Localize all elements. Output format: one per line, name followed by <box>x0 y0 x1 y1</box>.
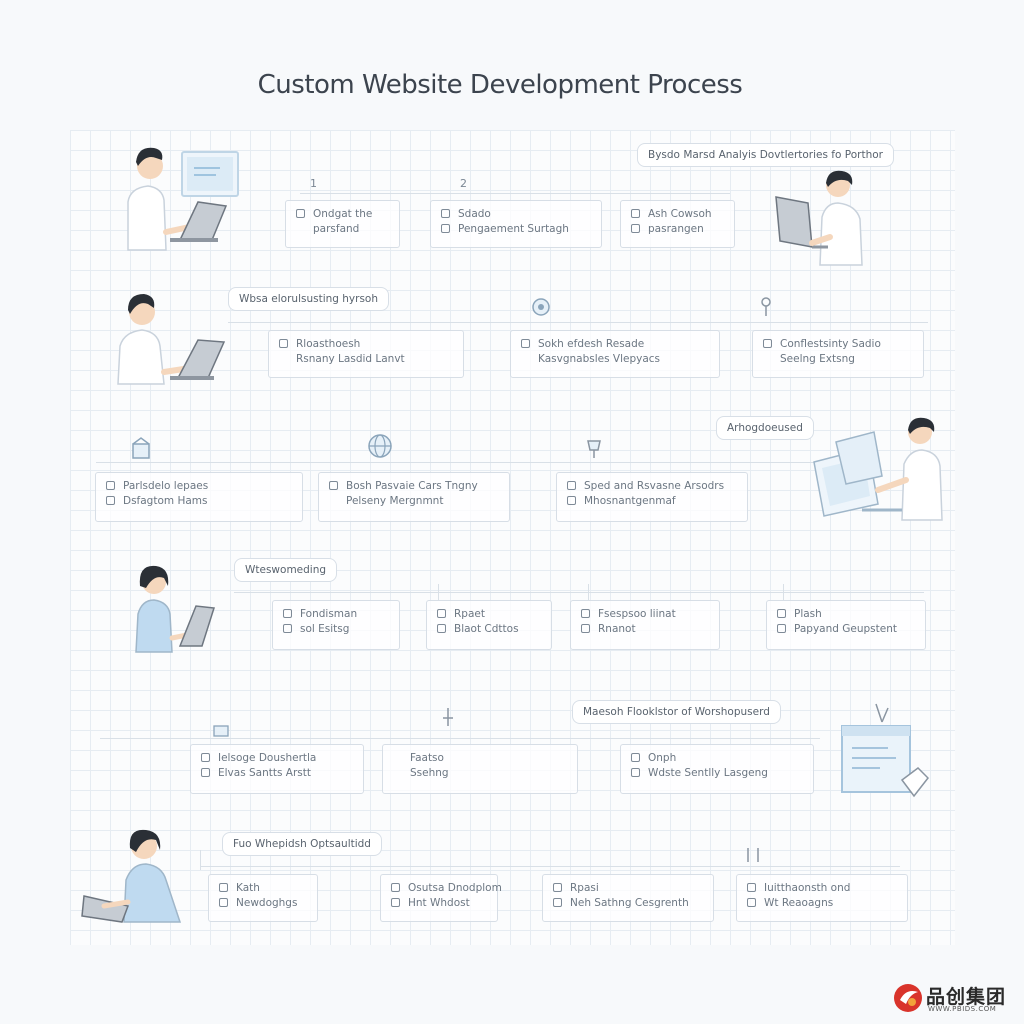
callout-bubble: Arhogdoeused <box>716 416 814 440</box>
process-box: Ondgat the parsfand <box>285 200 400 248</box>
process-box: Rpasi Neh Sathng Cesgrenth <box>542 874 714 922</box>
person-icon <box>201 753 210 762</box>
upload-icon <box>391 883 400 892</box>
chart-icon <box>567 496 576 505</box>
connector <box>783 584 784 600</box>
connector <box>96 462 816 463</box>
callout-bubble: Maesoh Flooklstor of Worshopuserd <box>572 700 781 724</box>
chat-icon <box>777 624 786 633</box>
check-icon <box>747 883 756 892</box>
settings-icon <box>219 898 228 907</box>
document-icon <box>521 339 530 348</box>
woman-at-laptop-icon <box>135 565 215 653</box>
building-icon <box>132 437 150 459</box>
lock-icon <box>763 339 772 348</box>
process-box: Rloasthoesh Rsnany Lasdid Lanvt <box>268 330 464 378</box>
person-icon <box>329 481 338 490</box>
wrench-icon <box>283 609 292 618</box>
home-icon <box>296 209 305 218</box>
process-box: Sdado Pengaement Surtagh <box>430 200 602 248</box>
person-at-laptop-icon <box>127 147 239 251</box>
callout-bubble: Bysdo Marsd Analyis Dovtlertories fo Por… <box>637 143 894 167</box>
settings-icon <box>219 883 228 892</box>
process-box: Onph Wdste Sentlly Lasgeng <box>620 744 814 794</box>
connector <box>588 584 589 600</box>
process-box: Osutsa Dnodplom Hnt Whdost <box>380 874 502 922</box>
callout-bubble: Wbsa elorulsusting hyrsoh <box>228 287 390 311</box>
grid-background <box>70 130 955 945</box>
process-box: Fondisman sol Esitsg <box>272 600 400 650</box>
callout-bubble: Wteswomeding <box>234 558 338 582</box>
tool-icon <box>631 224 640 233</box>
trophy-icon <box>587 440 601 458</box>
pin-icon <box>761 297 771 316</box>
target-icon <box>631 753 640 762</box>
process-box: Parlsdelo lepaes Dsfagtom Hams <box>95 472 303 522</box>
process-box: Conflestsinty Sadio Seelng Extsng <box>752 330 924 378</box>
globe-icon <box>631 768 640 777</box>
brand-url: WWW.PBIDS.COM <box>928 1005 997 1013</box>
tool-icon <box>631 209 640 218</box>
flag-icon <box>777 609 786 618</box>
process-box: Kath Newdoghgs <box>208 874 318 922</box>
process-box: Ielsoge Doushertla Elvas Santts Arstt <box>190 744 364 794</box>
person-with-laptop-icon <box>775 170 863 266</box>
tools-icon <box>747 848 759 862</box>
website-mockup-icon <box>841 703 929 798</box>
brand-mark-icon <box>894 984 922 1012</box>
brand-logo: 品创集团 WWW.PBIDS.COM <box>892 978 1017 1018</box>
people-icon <box>201 768 210 777</box>
connector <box>200 850 201 870</box>
step-number: 2 <box>460 177 467 190</box>
process-box: Iuitthaonsth ond Wt Reaoagns <box>736 874 908 922</box>
connector <box>438 584 439 600</box>
process-box: Faatso Ssehng <box>382 744 578 794</box>
chart-icon <box>567 481 576 490</box>
person-at-monitors-icon <box>813 417 943 521</box>
link-icon <box>437 624 446 633</box>
list-icon <box>441 209 450 218</box>
clipboard-icon <box>279 339 288 348</box>
user-icon <box>106 496 115 505</box>
star-icon <box>553 898 562 907</box>
connector <box>234 592 924 593</box>
mail-icon <box>213 725 229 737</box>
process-box: Sokh efdesh Resade Kasvgnabsles Vlepyacs <box>510 330 720 378</box>
check-icon <box>747 898 756 907</box>
connector <box>200 866 900 867</box>
connector <box>620 193 730 194</box>
process-box: Sped and Rsvasne Arsodrs Mhosnantgenmaf <box>556 472 748 522</box>
woman-at-laptop-icon <box>81 829 182 923</box>
callout-bubble: Fuo Whepidsh Optsaultidd <box>222 832 382 856</box>
process-box: Bosh Pasvaie Cars Tngny Pelseny Mergnmnt <box>318 472 510 522</box>
user-icon <box>106 481 115 490</box>
connector <box>300 193 620 194</box>
edit-icon <box>283 624 292 633</box>
person-at-laptop-icon <box>117 294 226 385</box>
bulb-icon <box>581 624 590 633</box>
connector <box>100 738 820 739</box>
upload-icon <box>391 898 400 907</box>
step-number: 1 <box>310 177 317 190</box>
brand-name: 品创集团 <box>926 986 1007 1008</box>
globe-icon <box>368 434 392 458</box>
process-box: Ash Cowsoh pasrangen <box>620 200 735 248</box>
connector <box>228 322 928 323</box>
cursor-icon <box>443 708 453 726</box>
process-box: Fsespsoo liinat Rnanot <box>570 600 720 650</box>
star-icon <box>553 883 562 892</box>
key-icon <box>437 609 446 618</box>
process-box: Rpaet Blaot Cdttos <box>426 600 552 650</box>
list-icon <box>441 224 450 233</box>
page-title: Custom Website Development Process <box>257 70 743 100</box>
question-icon <box>581 609 590 618</box>
process-box: Plash Papyand Geupstent <box>766 600 926 650</box>
gear-icon <box>532 298 550 316</box>
